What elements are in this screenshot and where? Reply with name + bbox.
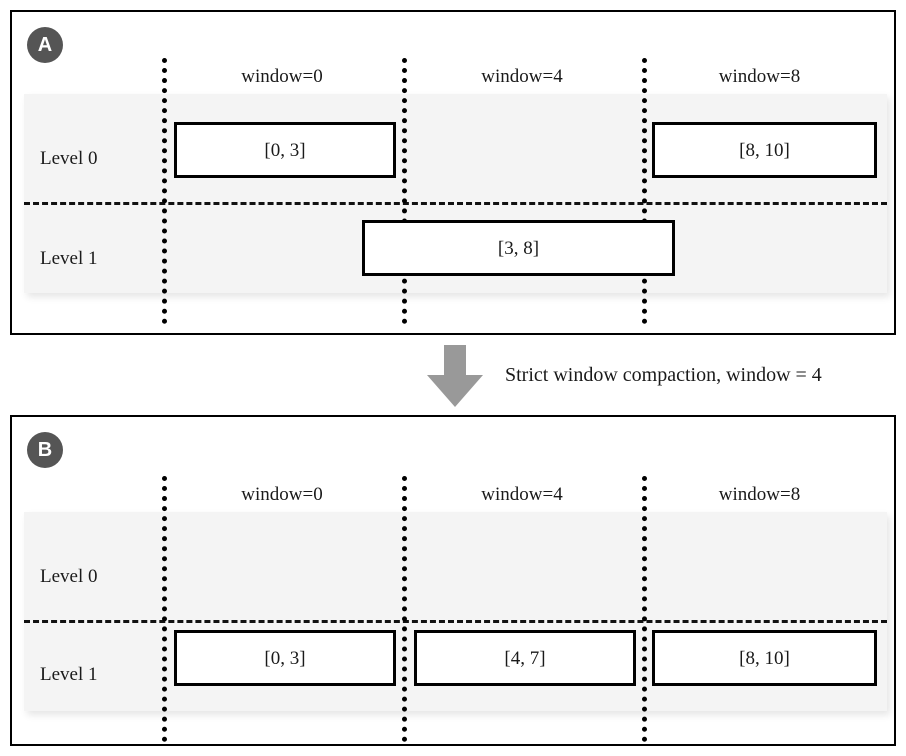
panel-b-column-header-window-8: window=8 [718,484,801,505]
panel-a-row-label-level-1: Level 1 [40,248,98,269]
panel-a-column-header-window-4: window=4 [481,66,563,87]
panel-b-interval-box: [0, 3] [174,630,396,686]
panel-b-row-label-level-1: Level 1 [40,664,98,685]
panel-a-level-separator [24,202,887,205]
panel-b: B window=0 window=4 window=8 Level 0 Lev… [10,415,896,746]
panel-b-window-divider-0 [162,476,167,742]
panel-a-column-header-window-8: window=8 [718,66,801,87]
panel-a-interval-box: [0, 3] [174,122,396,178]
panel-b-column-header-window-4: window=4 [481,484,563,505]
panel-b-badge: B [27,432,63,468]
transition-arrow [427,345,483,407]
panel-b-interval-box: [8, 10] [652,630,877,686]
panel-b-window-divider-8 [642,476,647,742]
panel-a-column-header-window-0: window=0 [241,66,323,87]
panel-a-window-divider-0 [162,58,167,324]
panel-a-row-label-level-0: Level 0 [40,148,98,169]
transition-caption: Strict window compaction, window = 4 [505,364,822,386]
arrow-shaft-icon [444,345,466,375]
arrow-head-icon [427,375,483,407]
panel-b-column-header-window-0: window=0 [241,484,323,505]
panel-b-window-divider-4 [402,476,407,742]
panel-a-window-divider-8 [642,58,647,324]
panel-a: A window=0 window=4 window=8 Level 0 Lev… [10,10,896,335]
panel-a-interval-box: [3, 8] [362,220,675,276]
panel-a-window-divider-4 [402,58,407,324]
panel-a-badge: A [27,27,63,63]
panel-b-row-label-level-0: Level 0 [40,566,98,587]
panel-b-interval-box: [4, 7] [414,630,636,686]
panel-b-level-separator [24,620,887,623]
panel-a-interval-box: [8, 10] [652,122,877,178]
